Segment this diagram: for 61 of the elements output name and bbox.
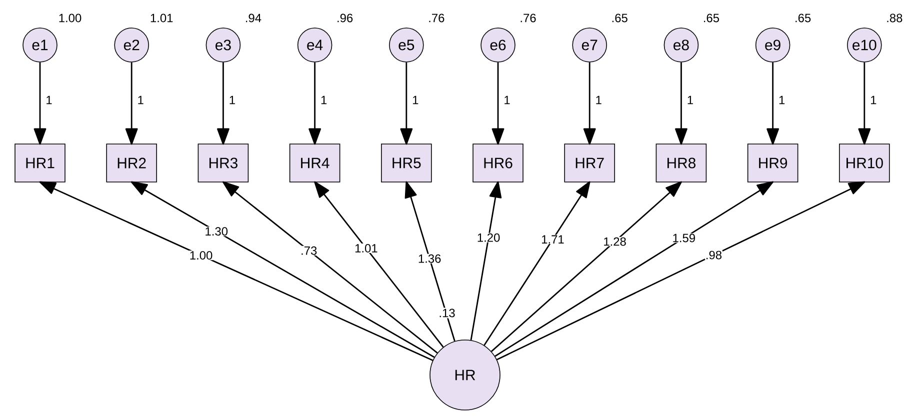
variance-label: .65 bbox=[610, 12, 629, 24]
arrow bbox=[217, 62, 230, 145]
variance-label: .76 bbox=[427, 12, 446, 24]
arrow bbox=[490, 181, 682, 352]
arrow bbox=[308, 62, 321, 145]
arrow bbox=[470, 181, 502, 341]
arrow bbox=[34, 62, 46, 145]
edge-label: 1 bbox=[320, 95, 328, 105]
edge-label: 1 bbox=[45, 95, 53, 105]
arrow bbox=[39, 181, 434, 362]
indicator-box: HR4 bbox=[289, 144, 340, 182]
edge-label: 1 bbox=[594, 95, 602, 105]
variance-label: .13 bbox=[438, 308, 456, 318]
variance-label: 1.00 bbox=[57, 12, 83, 24]
arrow bbox=[675, 62, 688, 145]
indicator-box: HR2 bbox=[106, 144, 157, 182]
indicator-box: HR10 bbox=[839, 144, 890, 182]
variance-label: .65 bbox=[702, 12, 721, 24]
variance-label: .88 bbox=[885, 12, 904, 24]
arrow bbox=[766, 62, 779, 145]
edge-label: 1.20 bbox=[476, 232, 501, 242]
edge-label: 1.71 bbox=[540, 234, 565, 244]
edge-label: 1.01 bbox=[354, 244, 378, 253]
variance-label: .94 bbox=[244, 12, 262, 24]
edge-label: 1 bbox=[228, 95, 236, 105]
arrow bbox=[314, 181, 444, 348]
indicator-box: HR9 bbox=[747, 144, 798, 182]
variance-label: .96 bbox=[336, 12, 354, 24]
arrow bbox=[400, 62, 413, 145]
edge-label: 1.28 bbox=[602, 236, 627, 246]
indicator-box: HR7 bbox=[564, 144, 615, 182]
arrow bbox=[496, 181, 866, 360]
arrow bbox=[492, 62, 504, 145]
edge-label: 1.59 bbox=[672, 233, 696, 243]
edge-label: 1 bbox=[686, 95, 694, 105]
arrow bbox=[494, 181, 774, 357]
edge-label: 1 bbox=[503, 95, 511, 105]
variance-label: .76 bbox=[518, 12, 538, 24]
indicator-box: HR5 bbox=[381, 144, 432, 182]
edge-label: 1.36 bbox=[417, 254, 442, 264]
arrow bbox=[222, 181, 438, 354]
variance-label: .65 bbox=[794, 12, 812, 24]
indicator-box: HR6 bbox=[472, 144, 524, 182]
arrow bbox=[858, 62, 871, 145]
edge-label: 1 bbox=[870, 95, 878, 105]
arrow bbox=[404, 181, 456, 342]
arrow bbox=[484, 181, 590, 346]
edge-label: 1.30 bbox=[204, 226, 228, 236]
edge-label: 1 bbox=[412, 95, 420, 105]
indicator-box: HR3 bbox=[198, 144, 249, 182]
edge-label: .73 bbox=[300, 246, 318, 256]
edge-label: 1.00 bbox=[188, 250, 214, 260]
arrow bbox=[583, 62, 596, 145]
variance-label: 1.01 bbox=[148, 12, 174, 24]
indicator-box: HR8 bbox=[656, 144, 707, 182]
arrow bbox=[130, 181, 436, 358]
indicator-box: HR1 bbox=[14, 144, 66, 182]
edge-label: 1 bbox=[778, 95, 786, 105]
arrow bbox=[125, 62, 138, 145]
edge-label: 1 bbox=[136, 95, 144, 105]
edge-label: .98 bbox=[704, 250, 723, 260]
